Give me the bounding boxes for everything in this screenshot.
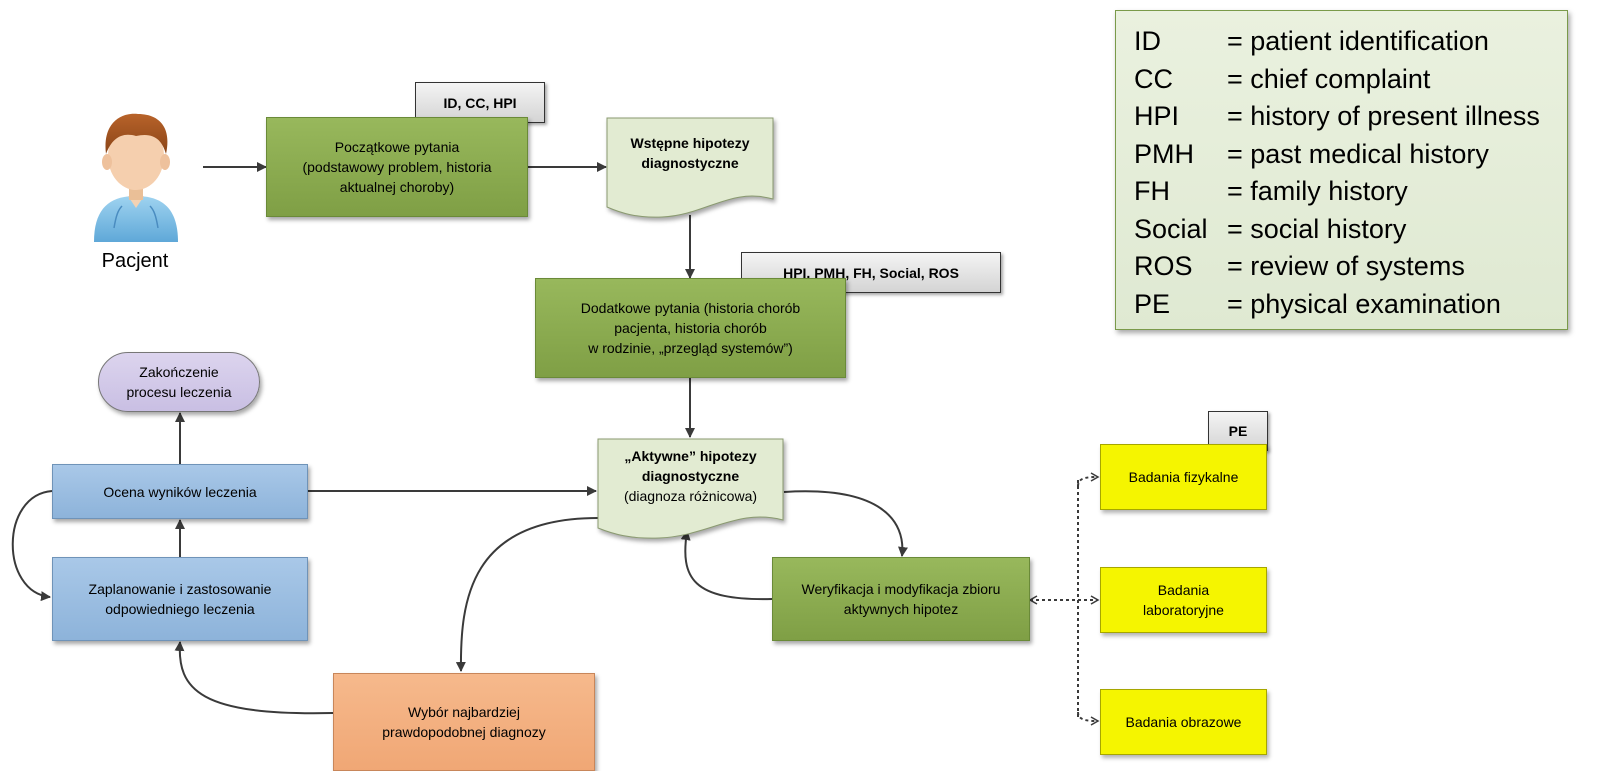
initial-questions-line-2: (podstawowy problem, historia [302, 159, 492, 175]
end-of-treatment-box: Zakończenie procesu leczenia [98, 352, 260, 412]
verify-hypotheses-line-2: aktywnych hipotez [843, 601, 959, 617]
legend-meaning: = patient identification [1227, 26, 1489, 56]
legend-meaning: = family history [1227, 176, 1408, 206]
legend-meaning: = social history [1227, 213, 1407, 244]
initial-questions-line-3: aktualnej choroby) [339, 179, 455, 195]
additional-questions-line-1: Dodatkowe pytania (historia chorób [580, 300, 801, 316]
imaging-label: Badania obrazowe [1125, 714, 1242, 730]
legend-row: PMH = past medical history [1134, 136, 1567, 174]
additional-questions-line-2: pacjenta, historia chorób [614, 320, 767, 336]
dotted-to-imaging [1077, 711, 1100, 726]
active-hypotheses-line-3: (diagnoza różnicowa) [623, 488, 758, 504]
plan-treatment-line-1: Zaplanowanie i zastosowanie [88, 581, 272, 597]
legend-meaning: = past medical history [1227, 138, 1489, 169]
abbreviation-legend: ID = patient identification CC = chief com… [1115, 10, 1568, 330]
evaluate-results-label: Ocena wyników leczenia [103, 483, 257, 500]
evaluate-results-box: Ocena wyników leczenia [52, 464, 308, 519]
active-hypotheses-document: „Aktywne” hipotezy diagnostyczne (diagno… [597, 438, 784, 539]
plan-treatment-box: Zaplanowanie i zastosowanie odpowiednieg… [52, 557, 308, 641]
legend-abbr: CC [1134, 63, 1173, 94]
arrow-evaluate-loop-to-plan [11, 490, 53, 602]
verify-hypotheses-line-1: Weryfikacja i modyfikacja zbioru [801, 581, 1001, 597]
legend-abbr: FH [1134, 176, 1170, 206]
legend-row: HPI = history of present illness [1134, 98, 1567, 136]
verify-hypotheses-box: Weryfikacja i modyfikacja zbioru aktywny… [772, 557, 1030, 641]
patient-icon [94, 113, 178, 242]
legend-abbr: HPI [1134, 101, 1180, 131]
preliminary-hypotheses-line-2: diagnostyczne [641, 155, 739, 171]
arrow-choose-to-plan [174, 641, 334, 715]
arrow-active-to-choose [455, 517, 599, 672]
choose-diagnosis-box: Wybór najbardziej prawdopodobnej diagnoz… [333, 673, 595, 771]
preliminary-hypotheses-line-1: Wstępne hipotezy [630, 135, 750, 151]
additional-questions-box: Dodatkowe pytania (historia chorób pacje… [535, 278, 846, 378]
preliminary-document-shape [606, 117, 774, 218]
physical-exam-label: Badania fizykalne [1128, 469, 1239, 485]
legend-row: Social = social history [1134, 211, 1567, 249]
legend-abbr: Social [1134, 213, 1208, 244]
plan-treatment-line-2: odpowiedniego leczenia [105, 601, 255, 617]
physical-exam-box: Badania fizykalne [1100, 444, 1267, 510]
tag-hpi-pmh-fh-social-ros: HPI, PMH, FH, Social, ROS [741, 252, 1001, 293]
choose-diagnosis-line-2: prawdopodobnej diagnozy [382, 724, 546, 740]
end-of-treatment-line-2: procesu leczenia [126, 384, 232, 400]
legend-meaning: = history of present illness [1227, 101, 1540, 131]
legend-abbr: ID [1134, 26, 1161, 56]
active-hypotheses-line-1: „Aktywne” hipotezy [624, 448, 757, 464]
patient-label: Pacjent [101, 250, 169, 272]
legend-abbr: PMH [1134, 138, 1194, 169]
legend-meaning: = chief complaint [1227, 63, 1431, 94]
legend-row: FH = family history [1134, 173, 1567, 211]
additional-questions-line-3: w rodzinie, „przegląd systemów”) [588, 340, 793, 356]
initial-questions-line-1: Początkowe pytania [334, 139, 460, 155]
legend-row: PE = physical examination [1134, 286, 1567, 324]
legend-abbr: ROS [1134, 251, 1193, 281]
preliminary-hypotheses-document: Wstępne hipotezy diagnostyczne [606, 117, 774, 218]
active-hypotheses-line-2: diagnostyczne [641, 468, 740, 484]
legend-meaning: = physical examination [1227, 288, 1501, 319]
legend-abbr: PE [1134, 288, 1171, 319]
tag-id-cc-hpi: ID, CC, HPI [415, 82, 545, 123]
dotted-to-physical-exam [1077, 472, 1100, 487]
arrow-active-to-verify [783, 490, 908, 557]
arrow-verify-to-active [680, 530, 773, 601]
lab-tests-box: Badania laboratoryjne [1100, 567, 1267, 633]
legend-meaning: = review of systems [1227, 251, 1465, 281]
end-of-treatment-line-1: Zakończenie [139, 364, 219, 380]
choose-diagnosis-line-1: Wybór najbardziej [408, 704, 520, 720]
active-document-shape [597, 438, 784, 539]
initial-questions-box: Początkowe pytania (podstawowy problem, … [266, 117, 528, 217]
lab-tests-line-1: Badania [1157, 582, 1210, 598]
legend-row: CC = chief complaint [1134, 61, 1567, 99]
legend-row: ROS = review of systems [1134, 248, 1567, 286]
legend-row: ID = patient identification [1134, 23, 1567, 61]
imaging-box: Badania obrazowe [1100, 689, 1267, 755]
lab-tests-line-2: laboratoryjne [1143, 602, 1224, 618]
